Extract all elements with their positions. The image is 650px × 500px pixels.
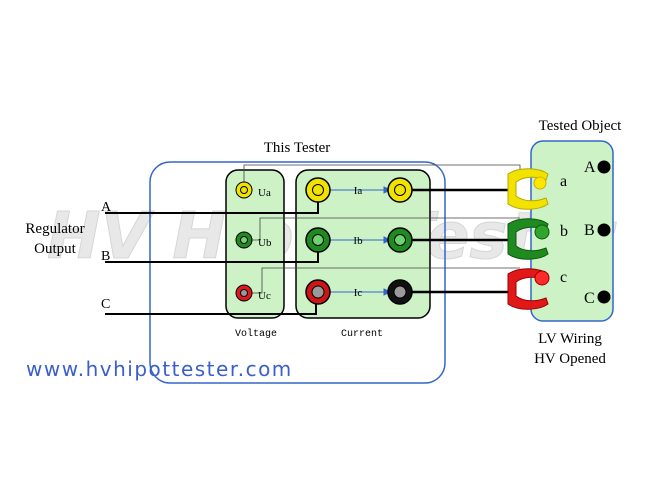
clamp-c-red[interactable] xyxy=(507,268,550,310)
regulator-output-label-line1: Regulator xyxy=(25,221,84,237)
lv-terminal-label-b: b xyxy=(560,223,568,240)
tested-object-title: Tested Object xyxy=(539,118,623,134)
hv-terminal-c[interactable] xyxy=(597,290,611,304)
current-input-terminal-a[interactable] xyxy=(305,177,331,203)
current-channel-label-ic: Ic xyxy=(354,287,363,299)
current-output-terminal-c[interactable] xyxy=(387,279,413,305)
voltage-panel xyxy=(225,169,285,319)
tester-title: This Tester xyxy=(264,140,331,156)
current-input-terminal-b[interactable] xyxy=(305,227,331,253)
current-output-terminal-a[interactable] xyxy=(387,177,413,203)
terminal-ub[interactable] xyxy=(235,231,253,249)
hv-terminal-label-a: A xyxy=(584,159,596,176)
tested-object-box xyxy=(530,140,614,322)
voltage-terminal-label-uc: Uc xyxy=(258,290,271,302)
phase-input-label-b: B xyxy=(101,249,110,264)
hv-terminal-label-c: C xyxy=(584,290,595,307)
hv-terminal-label-b: B xyxy=(584,222,595,239)
clamp-a-yellow[interactable] xyxy=(507,168,549,210)
voltage-terminal-label-ub: Ub xyxy=(258,237,272,249)
current-output-terminal-b[interactable] xyxy=(387,227,413,253)
regulator-output-label-line2: Output xyxy=(34,241,77,257)
voltage-terminal-label-ua: Ua xyxy=(258,187,271,199)
phase-input-label-a: A xyxy=(101,200,112,215)
phase-input-label-c: C xyxy=(101,297,110,312)
lv-terminal-label-a: a xyxy=(560,173,567,190)
terminal-uc[interactable] xyxy=(235,284,253,302)
current-arrows xyxy=(330,186,392,296)
tester-frame xyxy=(149,161,446,384)
current-input-terminal-c[interactable] xyxy=(305,279,331,305)
clamp-b-green[interactable] xyxy=(507,218,550,260)
terminal-ua[interactable] xyxy=(235,181,253,199)
output-lines xyxy=(400,188,508,294)
tested-object-note-line2: HV Opened xyxy=(534,351,606,367)
current-label: Current xyxy=(341,329,383,340)
current-channel-label-ib: Ib xyxy=(353,235,363,247)
current-channel-label-ia: Ia xyxy=(354,185,363,197)
hv-terminal-a[interactable] xyxy=(597,160,611,174)
hv-terminal-b[interactable] xyxy=(597,223,611,237)
lv-terminal-label-c: c xyxy=(560,269,567,286)
voltage-label: Voltage xyxy=(235,328,277,340)
website-url[interactable]: www.hvhipottester.com xyxy=(26,357,293,381)
tested-object-note-line1: LV Wiring xyxy=(538,331,602,347)
